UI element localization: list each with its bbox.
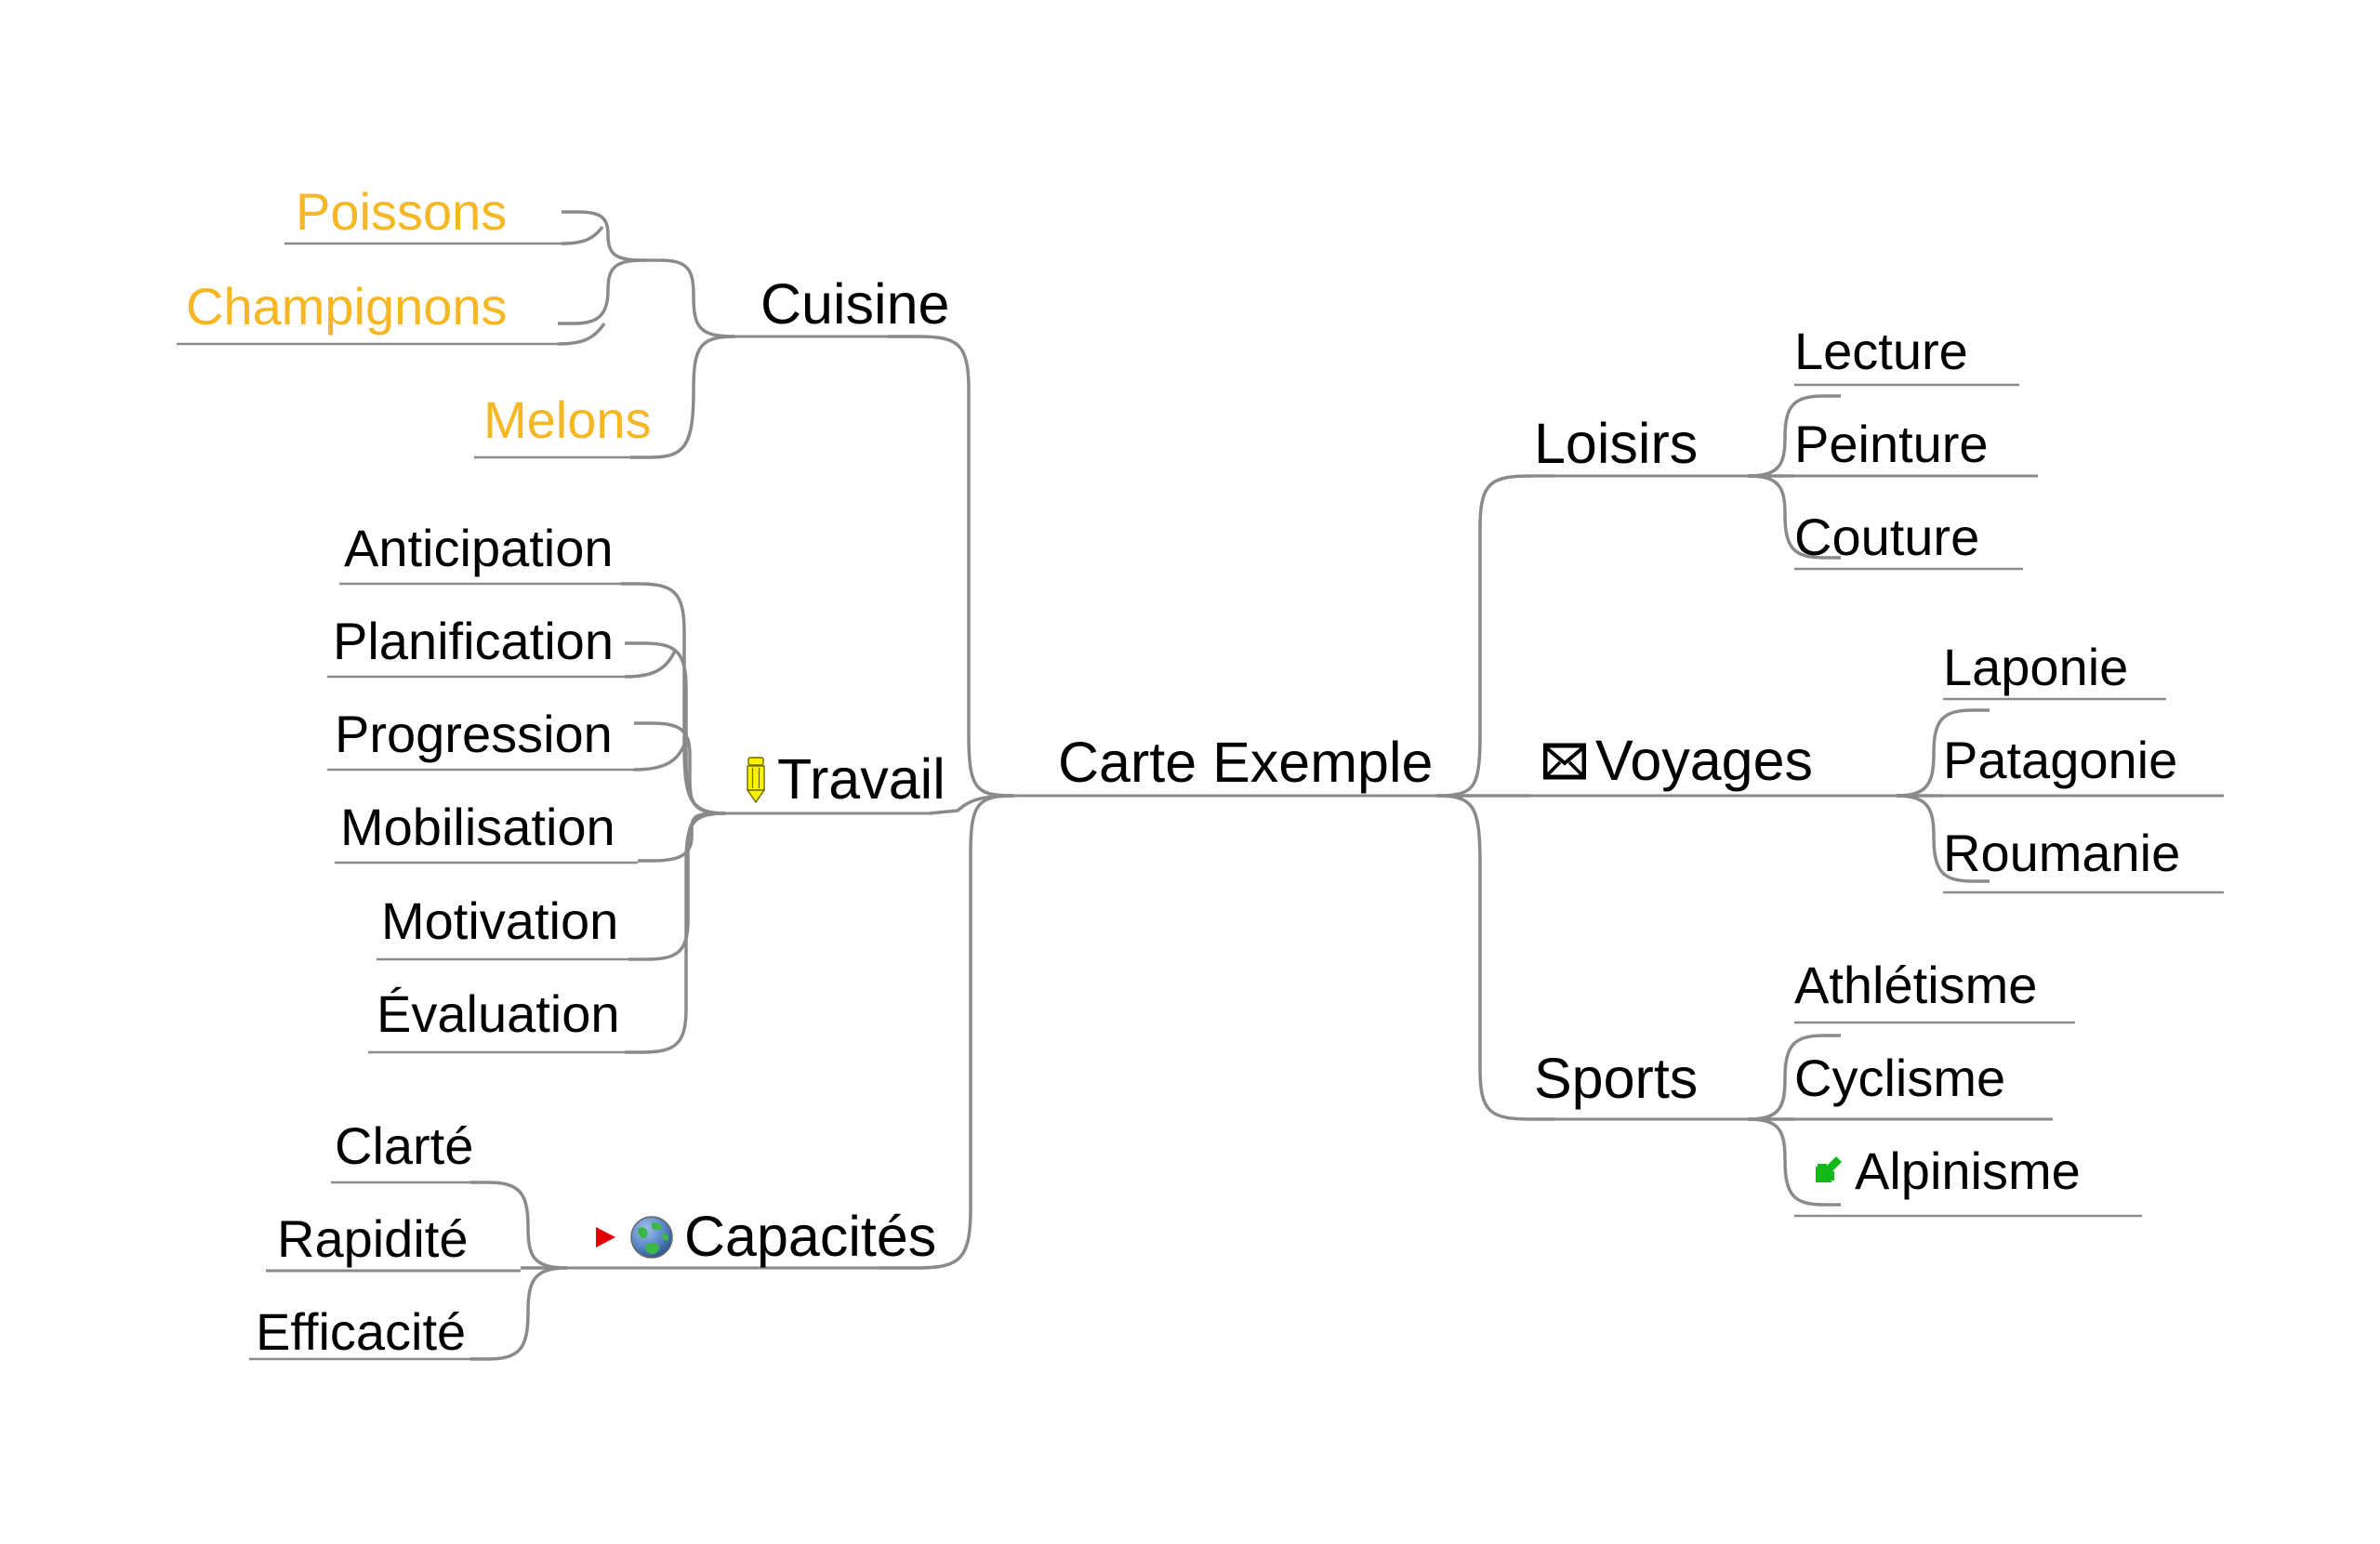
node-sports-label: Sports [1534,1047,1699,1110]
node-voyages-label: Voyages [1595,729,1814,792]
node-champignons-label: Champignons [186,277,508,336]
champignons-hook [557,322,606,346]
node-anticipation-label: Anticipation [344,519,614,577]
node-athletisme[interactable]: Athlétisme [1794,959,2037,1011]
travail-to-motivation [628,812,726,961]
node-travail-label: Travail [777,747,945,811]
green-arrow-down-left-icon [1808,1153,1845,1190]
node-cuisine-label: Cuisine [760,272,950,336]
trunk-cuisine [888,335,1014,798]
node-peinture-label: Peinture [1794,415,1989,473]
node-lecture[interactable]: Lecture [1794,325,1968,377]
node-motivation[interactable]: Motivation [381,895,618,947]
node-lecture-label: Lecture [1794,322,1968,380]
node-peinture[interactable]: Peinture [1794,418,1989,470]
node-poissons-label: Poissons [296,182,508,241]
node-efficacite-label: Efficacité [256,1302,467,1361]
node-patagonie[interactable]: Patagonie [1943,734,2177,786]
node-patagonie-label: Patagonie [1943,731,2178,789]
node-poissons[interactable]: Poissons [296,186,507,238]
node-efficacite[interactable]: Efficacité [256,1306,466,1358]
node-planification[interactable]: Planification [333,615,614,667]
capacites-to-efficacite [470,1266,568,1361]
node-athletisme-label: Athlétisme [1794,956,2038,1014]
node-melons-label: Melons [483,390,652,449]
node-evaluation-label: Évaluation [377,984,620,1043]
node-motivation-label: Motivation [381,891,619,950]
travail-to-evaluation [625,812,726,1054]
node-cyclisme-label: Cyclisme [1794,1049,2006,1107]
node-mobilisation-label: Mobilisation [340,798,615,856]
node-root-label: Carte Exemple [1058,731,1434,794]
node-melons[interactable]: Melons [483,394,652,446]
node-anticipation[interactable]: Anticipation [344,522,614,574]
node-roumanie-label: Roumanie [1943,824,2181,882]
envelope-icon [1543,742,1586,781]
node-laponie[interactable]: Laponie [1943,641,2128,693]
node-roumanie[interactable]: Roumanie [1943,827,2180,879]
node-progression-label: Progression [335,705,613,763]
node-loisirs[interactable]: Loisirs [1534,416,1698,472]
travail-to-mobilisation [638,812,726,863]
planification-hook [624,650,677,679]
node-capacites-label: Capacités [684,1205,937,1268]
pencil-icon [744,756,768,804]
node-capacites[interactable]: Capacités [591,1208,936,1265]
travail-to-progression [634,721,726,815]
node-alpinisme[interactable]: Alpinisme [1808,1145,2081,1197]
node-travail[interactable]: Travail [744,751,945,808]
node-laponie-label: Laponie [1943,638,2129,696]
cuisine-to-subjunction [641,258,735,338]
node-cuisine[interactable]: Cuisine [760,276,949,333]
node-champignons[interactable]: Champignons [186,281,508,333]
trunk-loisirs [1435,474,1554,798]
node-planification-label: Planification [333,612,614,670]
node-root[interactable]: Carte Exemple [1058,734,1433,791]
node-clarte[interactable]: Clarté [335,1120,473,1172]
node-cyclisme[interactable]: Cyclisme [1794,1052,2005,1104]
node-mobilisation[interactable]: Mobilisation [340,801,615,853]
node-couture[interactable]: Couture [1794,511,1979,563]
play-triangle-icon [591,1221,619,1253]
node-loisirs-label: Loisirs [1534,412,1699,475]
travail-to-planification [625,641,726,815]
capacites-to-clarte [470,1181,568,1270]
node-rapidite-label: Rapidité [277,1209,469,1268]
node-alpinisme-label: Alpinisme [1855,1142,2081,1200]
node-clarte-label: Clarté [335,1116,474,1175]
trunk-capacites [879,794,1014,1270]
globe-icon [628,1214,675,1260]
sub-to-poissons [562,210,642,262]
travail-to-anticipation [621,582,726,815]
node-evaluation[interactable]: Évaluation [377,988,620,1040]
poissons-hook [561,225,604,245]
sub-to-champignons [558,258,642,325]
node-couture-label: Couture [1794,508,1980,566]
node-rapidite[interactable]: Rapidité [277,1213,468,1265]
progression-hook [633,739,688,772]
node-progression[interactable]: Progression [335,708,613,760]
node-voyages[interactable]: Voyages [1543,732,1813,789]
node-sports[interactable]: Sports [1534,1050,1698,1107]
